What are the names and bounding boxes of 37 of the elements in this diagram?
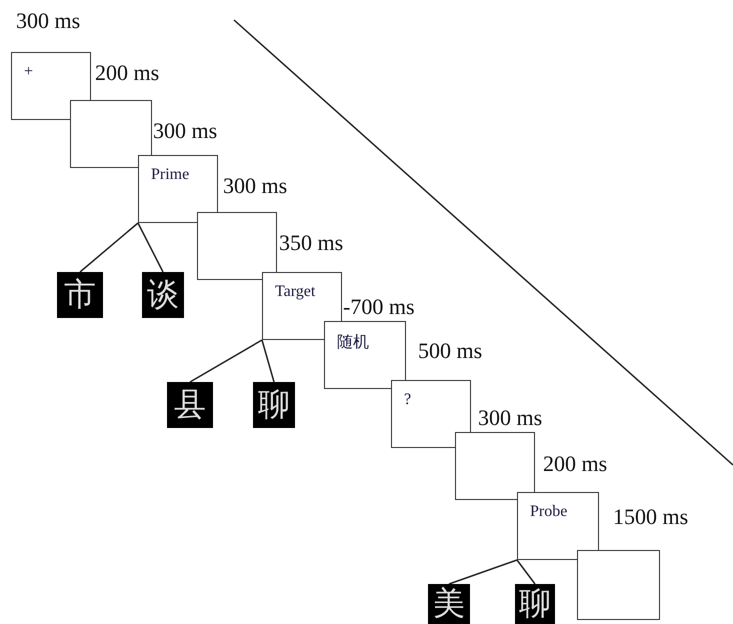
duration-label: 500 ms xyxy=(418,338,482,364)
character-tile: 聊 xyxy=(515,584,555,624)
connector-line xyxy=(190,339,262,383)
screen-text: Target xyxy=(275,283,316,301)
screen-frame xyxy=(324,321,406,389)
screen-frame xyxy=(11,52,91,120)
screen-text: 随机 xyxy=(337,333,369,353)
blank-screen-frame xyxy=(455,432,535,500)
blank-screen-frame xyxy=(70,100,152,168)
screen-text: + xyxy=(24,63,34,81)
duration-label: 300 ms xyxy=(16,8,80,34)
character-tile: 美 xyxy=(428,584,470,624)
blank-screen-frame xyxy=(197,212,277,280)
duration-label: -700 ms xyxy=(343,294,414,320)
screen-text: Probe xyxy=(530,503,568,521)
character-tile: 聊 xyxy=(253,382,295,428)
screen-frame xyxy=(391,380,471,448)
connector-line xyxy=(80,222,138,273)
character-tile: 市 xyxy=(57,272,103,318)
duration-label: 300 ms xyxy=(153,118,218,144)
duration-label: 1500 ms xyxy=(613,504,688,530)
screen-frame xyxy=(517,492,599,560)
duration-label: 200 ms xyxy=(543,451,608,477)
screen-text: ? xyxy=(404,391,412,409)
connector-line xyxy=(261,340,275,382)
duration-label: 350 ms xyxy=(279,230,344,256)
duration-label: 200 ms xyxy=(95,60,160,86)
duration-label: 300 ms xyxy=(478,405,542,431)
duration-label: 300 ms xyxy=(223,173,288,199)
screen-frame xyxy=(138,155,218,223)
connector-line xyxy=(137,222,164,272)
blank-screen-frame xyxy=(577,550,660,620)
character-tile: 谈 xyxy=(142,272,184,318)
connector-line xyxy=(448,559,518,585)
character-tile: 县 xyxy=(167,382,213,428)
screen-text: Prime xyxy=(151,166,190,184)
connector-line xyxy=(516,560,536,584)
